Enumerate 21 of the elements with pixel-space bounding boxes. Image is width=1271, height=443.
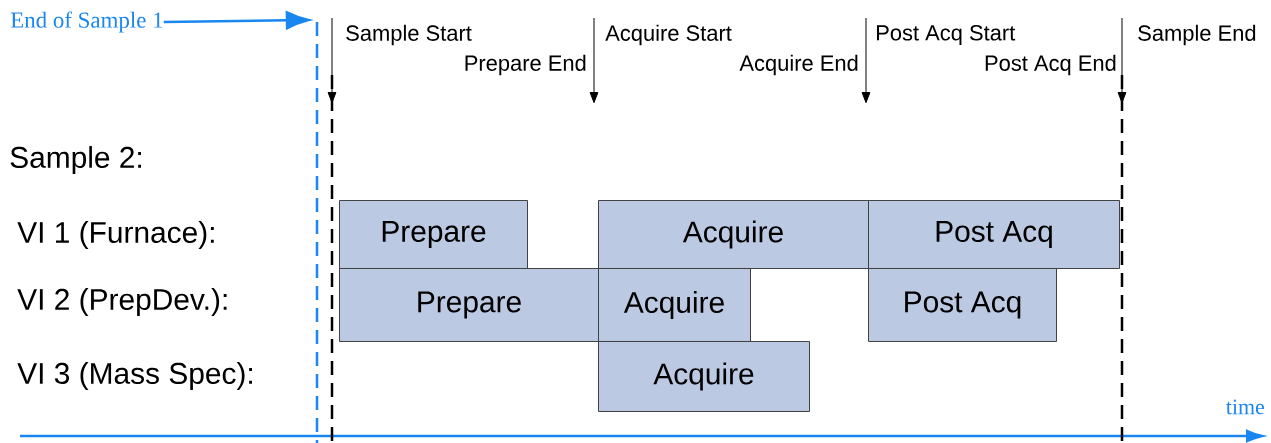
row-label: VI 1 (Furnace): <box>17 221 214 249</box>
task-bar: Acquire <box>598 341 810 412</box>
task-bar: Acquire <box>598 268 751 342</box>
dashed-line <box>315 22 319 443</box>
note-text: End of Sample 1 <box>10 11 163 33</box>
row-label: VI 3 (Mass Spec): <box>17 362 252 390</box>
task-bar: Prepare <box>339 268 599 342</box>
event-label: Sample Start <box>346 24 472 46</box>
event-label: Post Acq Start <box>877 25 1016 45</box>
task-bar: Prepare <box>339 200 528 269</box>
row-label: Sample 2: <box>10 146 141 174</box>
row-label: VI 2 (PrepDev.): <box>17 288 227 316</box>
task-bar: Post Acq <box>868 200 1120 269</box>
axis-label: time <box>1226 399 1265 415</box>
event-label: Sample End <box>1138 24 1256 46</box>
event-label: Acquire Start <box>605 24 732 46</box>
event-label: Acquire End <box>739 54 858 76</box>
task-bar: Acquire <box>598 200 869 269</box>
task-bar: Post Acq <box>868 268 1057 342</box>
event-label: Prepare End <box>465 54 586 76</box>
event-label: Post Acq End <box>985 54 1116 76</box>
